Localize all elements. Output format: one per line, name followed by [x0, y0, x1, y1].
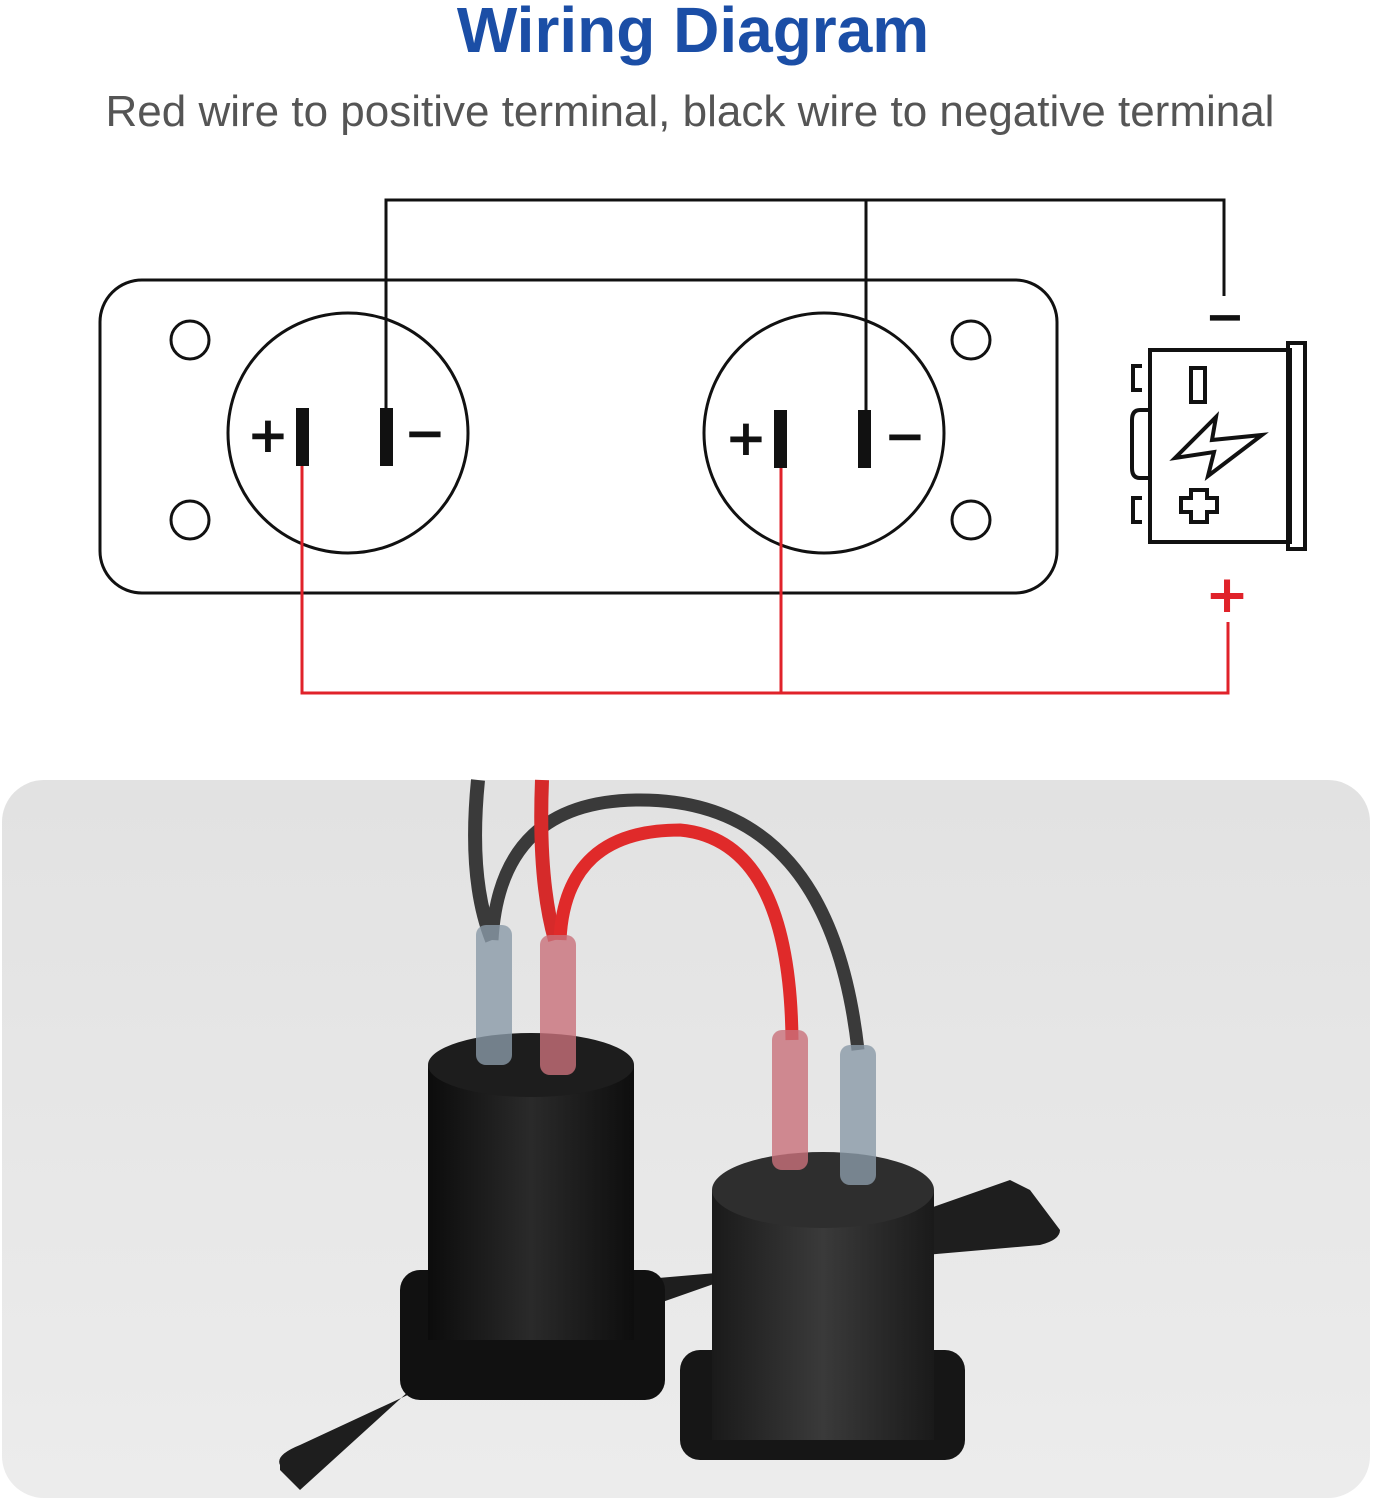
schematic: + − + − − + [98, 198, 1307, 695]
battery-negative-label: − [1205, 289, 1245, 345]
battery-icon [1130, 341, 1307, 551]
product-photo [2, 779, 1370, 1498]
screw-hole [169, 499, 211, 541]
positive-terminal [296, 408, 309, 466]
mounting-panel [98, 278, 1059, 595]
battery-positive-label: + [1205, 565, 1249, 625]
screw-hole [950, 499, 992, 541]
minus-label: − [404, 404, 446, 462]
minus-label: − [884, 407, 926, 465]
page-subtitle: Red wire to positive terminal, black wir… [106, 87, 1275, 136]
socket-left [226, 311, 470, 555]
negative-terminal [858, 410, 871, 468]
screw-hole [950, 319, 992, 361]
negative-wire [384, 198, 1226, 410]
positive-terminal [774, 410, 787, 468]
page-title: Wiring Diagram [457, 0, 929, 66]
screw-hole [169, 319, 211, 361]
plus-label: + [725, 409, 767, 467]
positive-wire [300, 464, 1230, 695]
plus-label: + [247, 406, 289, 464]
socket-right [702, 311, 946, 555]
negative-terminal [380, 408, 393, 466]
